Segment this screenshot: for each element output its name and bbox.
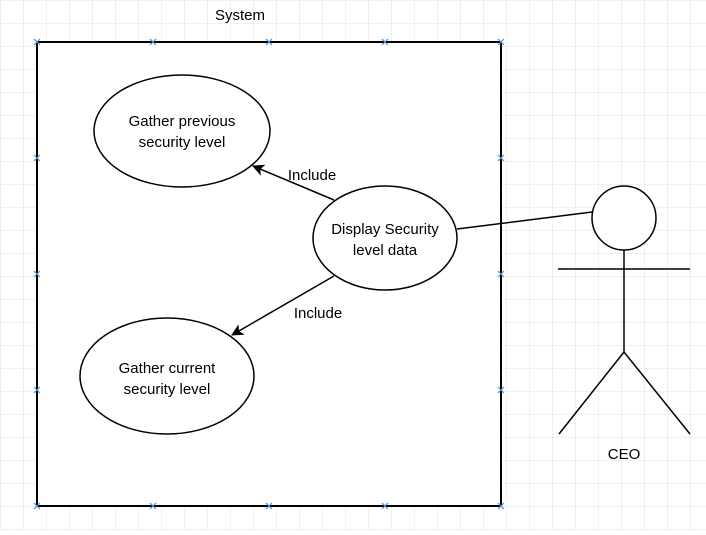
system-label: System: [215, 7, 265, 24]
use-case-display-security-line1: Display Security: [331, 221, 439, 238]
actor-head-icon[interactable]: [591, 185, 657, 251]
handle-bottom-left[interactable]: [33, 502, 41, 510]
handle-right-2[interactable]: [497, 270, 505, 278]
association-line[interactable]: [456, 211, 593, 230]
handle-top-2[interactable]: [265, 38, 273, 46]
handle-right-3[interactable]: [497, 386, 505, 394]
use-case-gather-previous[interactable]: Gather previous security level: [93, 74, 271, 188]
include-arrow-previous[interactable]: [252, 164, 335, 201]
use-case-gather-previous-line2: security level: [139, 134, 226, 151]
include-label-bottom: Include: [294, 305, 342, 322]
use-case-gather-current[interactable]: Gather current security level: [79, 317, 255, 435]
handle-right-1[interactable]: [497, 154, 505, 162]
actor-ceo[interactable]: [558, 185, 691, 435]
use-case-gather-current-ellipse[interactable]: [79, 317, 255, 435]
handle-top-left[interactable]: [33, 38, 41, 46]
handle-left-3[interactable]: [33, 386, 41, 394]
use-case-display-security-line2: level data: [353, 242, 418, 259]
use-case-gather-current-line1: Gather current: [119, 360, 217, 377]
handle-top-3[interactable]: [381, 38, 389, 46]
handle-top-right[interactable]: [497, 38, 505, 46]
actor-label: CEO: [608, 446, 641, 463]
handle-bottom-right[interactable]: [497, 502, 505, 510]
use-case-gather-previous-line1: Gather previous: [129, 113, 236, 130]
include-label-top: Include: [288, 167, 336, 184]
actor-right-leg: [623, 351, 691, 435]
handle-bottom-2[interactable]: [265, 502, 273, 510]
use-case-gather-current-line2: security level: [124, 381, 211, 398]
actor-left-leg: [558, 351, 625, 435]
handle-left-2[interactable]: [33, 270, 41, 278]
handle-left-1[interactable]: [33, 154, 41, 162]
use-case-gather-previous-ellipse[interactable]: [93, 74, 271, 188]
use-case-display-security-ellipse[interactable]: [312, 185, 458, 291]
include-arrow-current[interactable]: [231, 275, 335, 336]
handle-bottom-1[interactable]: [149, 502, 157, 510]
handle-bottom-3[interactable]: [381, 502, 389, 510]
handle-top-1[interactable]: [149, 38, 157, 46]
selection-handles: [33, 38, 505, 510]
use-case-display-security[interactable]: Display Security level data: [312, 185, 458, 291]
